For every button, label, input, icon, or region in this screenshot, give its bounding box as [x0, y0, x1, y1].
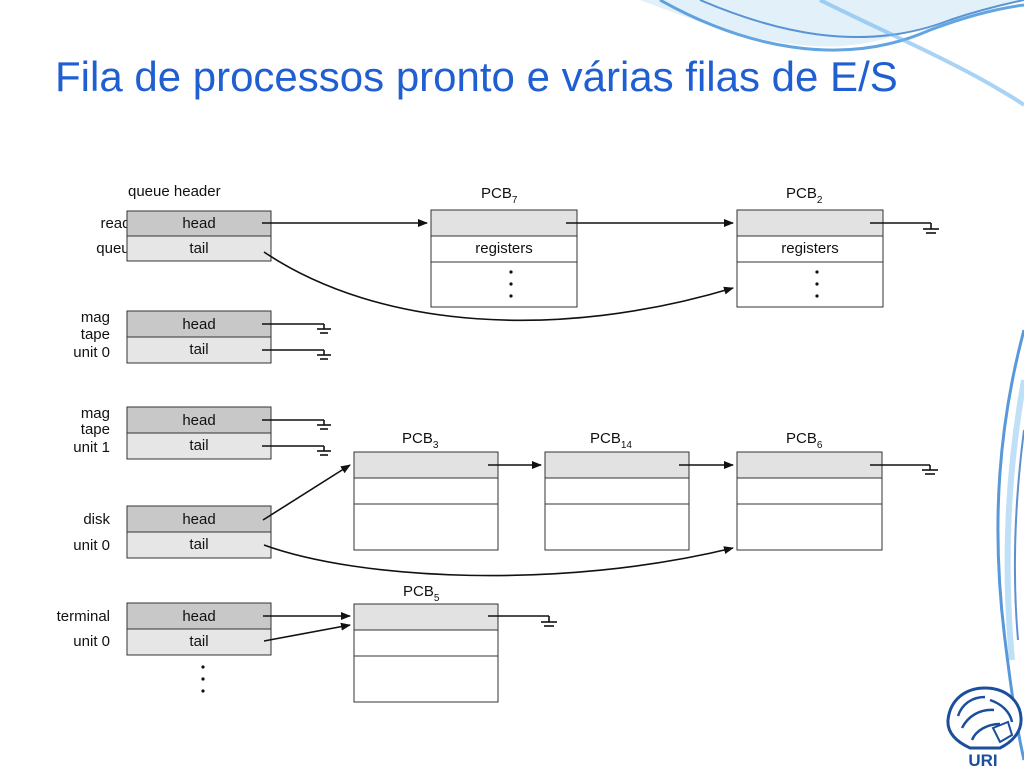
tail-cell: tail	[189, 633, 208, 650]
null-ground-tape0-head	[262, 323, 331, 334]
pcb-subscript: 6	[817, 440, 823, 451]
queue-label-line: tape	[81, 326, 110, 343]
queue-label-line: tape	[81, 421, 110, 438]
uri-head-logo-icon	[946, 686, 1023, 750]
more-queues-ellipsis	[201, 665, 205, 693]
tail-cell: tail	[189, 437, 208, 454]
queue-label-terminal: terminal unit 0	[57, 608, 110, 650]
pcb-3: PCB3	[353, 430, 499, 551]
arrow-terminal-tail-to-pcb5	[263, 622, 351, 642]
queue-box-disk: head tail	[126, 505, 272, 559]
null-ground-pcb6	[870, 464, 938, 475]
pcb-subscript: 5	[434, 593, 440, 604]
pcb-subscript: 14	[621, 440, 633, 451]
queue-label-line: terminal	[57, 608, 110, 625]
pcb-label: PCB7	[481, 185, 518, 206]
null-ground-pcb5	[488, 615, 557, 627]
registers-row: registers	[781, 240, 839, 257]
pcb-name: PCB	[590, 430, 621, 447]
pcb-name: PCB	[786, 185, 817, 202]
pcb-name: PCB	[786, 430, 817, 447]
queue-label-line: unit 0	[73, 344, 110, 361]
pcb-2: PCB2 registers	[736, 185, 884, 308]
head-cell: head	[182, 608, 215, 625]
queue-box-ready: head tail	[126, 210, 272, 262]
tail-cell: tail	[189, 341, 208, 358]
pcb-subscript: 2	[817, 195, 823, 206]
head-cell: head	[182, 215, 215, 232]
null-ground-tape0-tail	[262, 349, 331, 360]
slide-title: Fila de processos pronto e várias filas …	[55, 53, 898, 100]
tail-cell: tail	[189, 536, 208, 553]
queue-box-mag-tape-1: head tail	[126, 406, 272, 460]
head-cell: head	[182, 316, 215, 333]
null-ground-tape1-head	[262, 419, 331, 430]
queue-label-line: mag	[81, 405, 110, 422]
tail-cell: tail	[189, 240, 208, 257]
registers-row: registers	[475, 240, 533, 257]
pcb-label: PCB2	[786, 185, 823, 206]
queue-label-disk: disk unit 0	[73, 511, 110, 554]
queue-box-terminal: head tail	[126, 602, 272, 656]
pcb-name: PCB	[403, 583, 434, 600]
pcb-label: PCB14	[590, 430, 632, 451]
queue-label-line: unit 1	[73, 439, 110, 456]
null-ground-tape1-tail	[262, 445, 331, 456]
pcb-6: PCB6	[736, 430, 883, 551]
pcb-7: PCB7 registers	[430, 185, 578, 308]
queue-label-line: disk	[83, 511, 110, 528]
pcb-14: PCB14	[544, 430, 690, 551]
queue-label-line: unit 0	[73, 633, 110, 650]
pcb-5: PCB5	[353, 583, 499, 703]
queue-label-line: mag	[81, 309, 110, 326]
queue-label-line: unit 0	[73, 537, 110, 554]
pcb-label: PCB5	[403, 583, 440, 604]
pcb-label: PCB6	[786, 430, 823, 451]
head-cell: head	[182, 511, 215, 528]
arrow-disk-head-to-pcb3	[262, 464, 351, 521]
pcb-name: PCB	[481, 185, 512, 202]
queue-box-mag-tape-0: head tail	[126, 310, 272, 364]
column-header: queue header	[128, 183, 221, 200]
pcb-name: PCB	[402, 430, 433, 447]
pcb-subscript: 3	[433, 440, 439, 451]
pcb-subscript: 7	[512, 195, 518, 206]
uri-logo-text: URI	[968, 751, 997, 768]
arrow-ready-tail-to-pcb2	[263, 251, 734, 322]
pcb-label: PCB3	[402, 430, 439, 451]
null-ground-pcb2	[870, 222, 939, 234]
head-cell: head	[182, 412, 215, 429]
arrow-disk-tail-to-pcb6	[263, 544, 734, 577]
